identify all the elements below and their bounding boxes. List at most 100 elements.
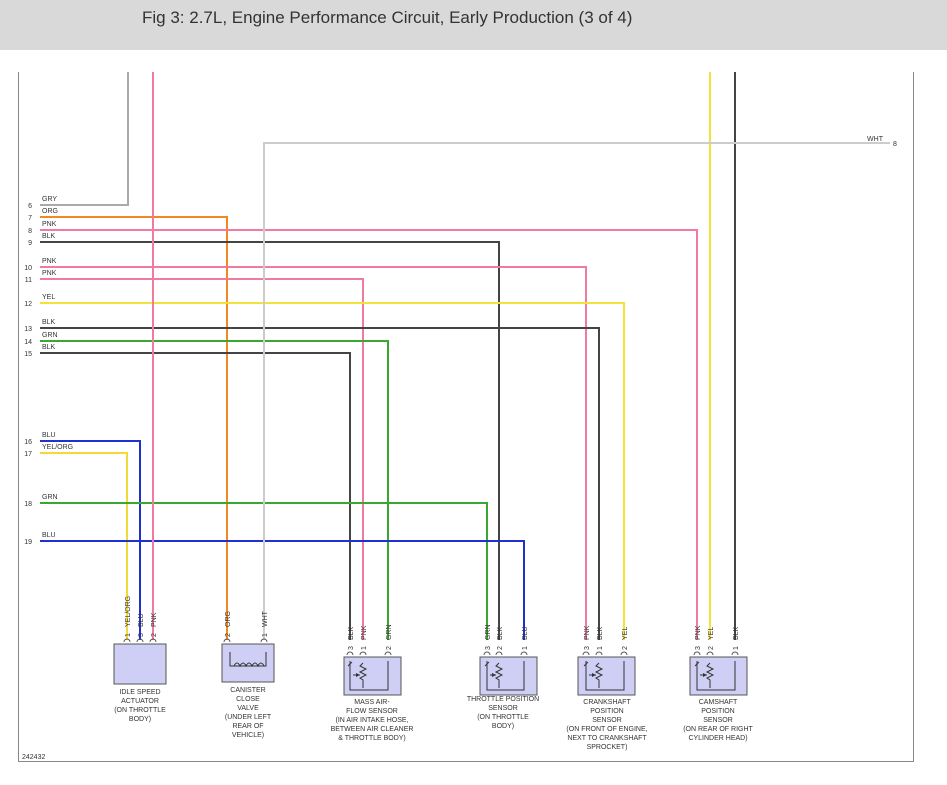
wire-color-label: BLU: [42, 432, 56, 439]
connector-terminal: [123, 638, 131, 643]
wire-color-label: PNK: [42, 258, 57, 265]
connector-terminal: [149, 638, 157, 643]
sensor-circuit: [696, 661, 736, 691]
wire-color-label: BLK: [42, 319, 56, 326]
solenoid-frame: [229, 652, 267, 667]
wire-13: [40, 327, 600, 640]
wire-color-label: YEL: [42, 294, 55, 301]
pin-wire-color: PNK: [151, 612, 158, 627]
wire-number: 18: [24, 501, 32, 508]
wire-color-label: GRN: [42, 494, 58, 501]
wires-layer: [40, 72, 890, 640]
potentiometer-icon: [494, 662, 504, 688]
connector-terminal: [620, 651, 628, 656]
pin-wire-color: PNK: [361, 625, 368, 640]
component-label-line: BETWEEN AIR CLEANER: [331, 726, 414, 733]
wire-number: 13: [24, 326, 32, 333]
wire-17: [40, 452, 128, 640]
wire-number: 15: [24, 351, 32, 358]
wire-number: 9: [28, 240, 32, 247]
wire-color-label: BLU: [42, 532, 56, 539]
pin-number: 2: [708, 646, 715, 650]
component-label-line: IDLE SPEED: [119, 689, 160, 696]
wire-wht-8: [263, 142, 890, 640]
arrow-head-icon: [492, 673, 496, 677]
component-label-line: MASS AIR-: [354, 699, 390, 706]
wire-number: 8: [28, 228, 32, 235]
wire-number: 14: [24, 339, 32, 346]
component-label-line: & THROTTLE BODY): [338, 735, 406, 742]
wire-6: [40, 72, 129, 206]
component-label-line: THROTTLE POSITION: [467, 696, 539, 703]
component-label-line: (ON REAR OF RIGHT: [683, 726, 753, 733]
diagonal-tick: [484, 661, 490, 667]
wire-10: [40, 266, 587, 640]
pin-wire-color: GRN: [386, 624, 393, 640]
crankshaft-position-sensor: 3PNK1BLK2YELCRANKSHAFTPOSITIONSENSOR(ON …: [566, 625, 647, 751]
pin-wire-color: PNK: [695, 625, 702, 640]
component-label-line: (UNDER LEFT: [225, 714, 272, 721]
pin-wire-color: BLK: [497, 626, 504, 640]
connector-terminal: [520, 651, 528, 656]
wire-14: [40, 340, 389, 640]
wire-number: 8: [893, 141, 897, 148]
camshaft-position-sensor-body: [689, 656, 748, 696]
component-label-line: FLOW SENSOR: [346, 708, 398, 715]
component-label-line: BODY): [492, 723, 514, 730]
connector-terminal: [384, 651, 392, 656]
pin-wire-color: ORG: [225, 611, 232, 627]
connector-terminal: [731, 651, 739, 656]
potentiometer-icon: [705, 662, 715, 688]
wire-color-label: PNK: [42, 270, 57, 277]
pin-number: 3: [584, 646, 591, 650]
idle-speed-actuator-body: [113, 643, 167, 685]
wire-19: [40, 540, 525, 640]
pin-number: 1: [125, 633, 132, 637]
component-label-line: SENSOR: [488, 705, 518, 712]
pin-number: 2: [151, 633, 158, 637]
pin-number: 1: [361, 646, 368, 650]
pin-number: 1: [733, 646, 740, 650]
component-label-line: CRANKSHAFT: [583, 699, 631, 706]
component-label-line: VALVE: [237, 705, 259, 712]
component-label-line: SENSOR: [703, 717, 733, 724]
diagonal-tick: [583, 661, 589, 667]
wire-number: 11: [25, 277, 32, 284]
wire-color-label: WHT: [867, 136, 884, 143]
pin-number: 1: [262, 633, 269, 637]
wire-color-label: GRN: [42, 332, 58, 339]
connector-terminal: [260, 638, 268, 643]
pin-wire-color: BLK: [597, 626, 604, 640]
crankshaft-position-sensor-body: [577, 656, 636, 696]
connector-terminal: [595, 651, 603, 656]
wire-color-label: GRY: [42, 196, 57, 203]
connector-terminal: [483, 651, 491, 656]
pin-wire-color: BLK: [348, 626, 355, 640]
component-label-line: VEHICLE): [232, 732, 264, 739]
component-label-line: CANISTER: [230, 687, 265, 694]
connector-terminal: [359, 651, 367, 656]
wire-11: [40, 278, 364, 640]
connector-terminal: [495, 651, 503, 656]
wire-color-label: BLK: [42, 233, 56, 240]
wire-7: [40, 216, 228, 640]
component-label-line: BODY): [129, 716, 151, 723]
pin-number: 3: [138, 633, 145, 637]
connector-terminal: [223, 638, 231, 643]
potentiometer-icon: [594, 662, 604, 688]
component-label-line: POSITION: [701, 708, 734, 715]
arrow-head-icon: [592, 673, 596, 677]
connector-terminal: [582, 651, 590, 656]
wire-number: 6: [28, 203, 32, 210]
sensor-circuit: [585, 661, 625, 691]
pin-number: 2: [386, 646, 393, 650]
throttle-position-sensor-body: [479, 656, 538, 696]
component-label-line: CYLINDER HEAD): [688, 735, 747, 742]
pin-wire-color: BLU: [138, 613, 145, 627]
header-bar: Fig 3: 2.7L, Engine Performance Circuit,…: [0, 0, 947, 50]
page-title: Fig 3: 2.7L, Engine Performance Circuit,…: [142, 8, 633, 27]
